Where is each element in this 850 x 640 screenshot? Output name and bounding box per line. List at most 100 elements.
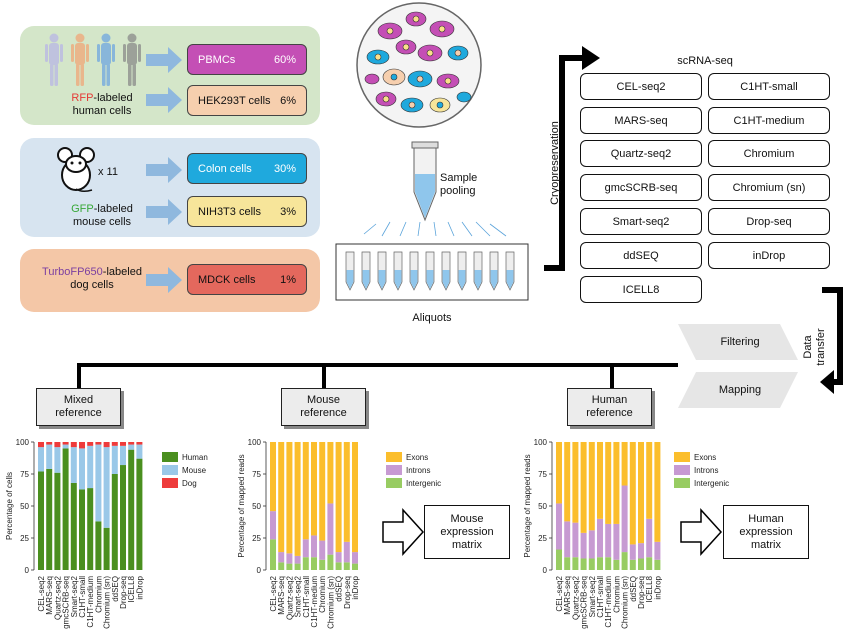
human-figures-icon (45, 33, 141, 86)
dog-label: TurboFP650-labeled dog cells (42, 266, 142, 291)
legend-swatch (162, 478, 178, 488)
aliquot-fill (410, 270, 418, 289)
bar-segment (62, 448, 69, 570)
bar-segment (38, 442, 44, 448)
x-tick-label: CEL-seq2 (269, 575, 278, 611)
bar-segment (646, 518, 653, 558)
bar-segment (136, 458, 143, 570)
protocol-c1ht-small: C1HT-small (708, 73, 830, 100)
bar-segment (556, 442, 562, 504)
bar-segment (38, 471, 44, 570)
bar-segment (580, 442, 587, 533)
bar-segment (556, 549, 562, 570)
protocol-gmcscrb-seq: gmcSCRB-seq (580, 174, 702, 201)
legend-label: Exons (694, 453, 716, 462)
bar-segment (87, 488, 94, 570)
bar-segment (103, 447, 110, 528)
bar-segment (79, 442, 85, 449)
bar-segment (621, 442, 628, 486)
aliquot-fill (506, 270, 514, 289)
bar-segment (588, 530, 595, 559)
aliquot-fill (490, 270, 498, 289)
x-tick-label: Chromium (sn) (621, 576, 630, 629)
bar-segment (54, 442, 61, 448)
y-tick-label: 100 (16, 438, 30, 447)
bar-segment (311, 442, 317, 536)
bar-segment (46, 444, 53, 469)
x-tick-label: Chromium (318, 576, 327, 613)
x-tick-label: ddSEQ (629, 576, 638, 602)
x-tick-label: ddSEQ (335, 576, 344, 602)
x-tick-label: C1HT-medium (310, 576, 319, 628)
x-tick-label: Quartz-seq2 (53, 575, 62, 620)
x-tick-label: C1HT-small (302, 576, 311, 618)
bar-segment (136, 444, 143, 459)
legend-label: Human (182, 453, 208, 462)
bar-segment (62, 442, 69, 445)
bar-segment (335, 562, 342, 570)
mouse-count: x 11 (98, 166, 118, 178)
bar-segment (294, 563, 301, 570)
y-tick-label: 25 (538, 534, 547, 543)
bar-segment (335, 552, 342, 563)
y-tick-label: 50 (538, 502, 547, 511)
bar-segment (95, 442, 102, 445)
bar-segment (638, 558, 644, 570)
bar-segment (95, 521, 102, 570)
legend-swatch (674, 478, 690, 488)
bar-segment (621, 552, 628, 570)
legend-swatch (674, 465, 690, 475)
bar-segment (613, 559, 620, 570)
x-tick-label: C1HT-medium (86, 576, 95, 628)
bar-segment (646, 557, 653, 570)
bar-segment (352, 442, 358, 553)
bar-segment (564, 557, 571, 570)
legend-swatch (386, 478, 402, 488)
x-tick-label: inDrop (653, 575, 662, 599)
x-tick-label: Drop-seq (343, 576, 352, 609)
cryopreservation-label: Cryopreservation (549, 121, 561, 205)
bar-segment (38, 447, 44, 472)
bar-segment (343, 541, 350, 563)
bar-segment (270, 539, 276, 570)
x-tick-label: Chromium (612, 576, 621, 613)
y-tick-label: 0 (543, 566, 548, 575)
bar-segment (597, 442, 603, 519)
bar-segment (70, 447, 77, 483)
aliquot-fill (362, 270, 370, 289)
mouse-label: GFP-labeled mouse cells (71, 203, 133, 228)
legend-label: Mouse (182, 466, 207, 475)
legend-label: Exons (406, 453, 428, 462)
reference-branch-lines (77, 363, 678, 389)
legend-swatch (386, 452, 402, 462)
protocols-title: scRNA-seq (677, 55, 733, 67)
filtering-step: Filtering (720, 336, 760, 348)
bar-segment (588, 558, 595, 570)
x-tick-label: Quartz-seq2 (571, 575, 580, 620)
bar-segment (629, 559, 636, 570)
x-tick-label: ddSEQ (111, 576, 120, 602)
bar-segment (70, 482, 77, 570)
bar-segment (638, 442, 644, 544)
legend-swatch (386, 465, 402, 475)
protocol-smart-seq2: Smart-seq2 (580, 208, 702, 235)
protocol-mars-seq: MARS-seq (580, 107, 702, 134)
protocol-indrop: inDrop (708, 242, 830, 269)
y-tick-label: 0 (25, 566, 30, 575)
aliquot-fill (394, 270, 402, 289)
panel-arrows (146, 47, 182, 293)
bar-segment (54, 447, 61, 473)
bar-segment (311, 535, 317, 558)
y-tick-label: 0 (257, 566, 262, 575)
bar-segment (572, 442, 579, 523)
bar-segment (654, 559, 661, 570)
bar-segment (46, 468, 53, 570)
legend-label: Intergenic (694, 479, 729, 488)
aliquot-fill (458, 270, 466, 289)
bar-segment (319, 559, 326, 570)
x-tick-label: MARS-seq (277, 576, 286, 615)
legend-label: Introns (406, 466, 430, 475)
